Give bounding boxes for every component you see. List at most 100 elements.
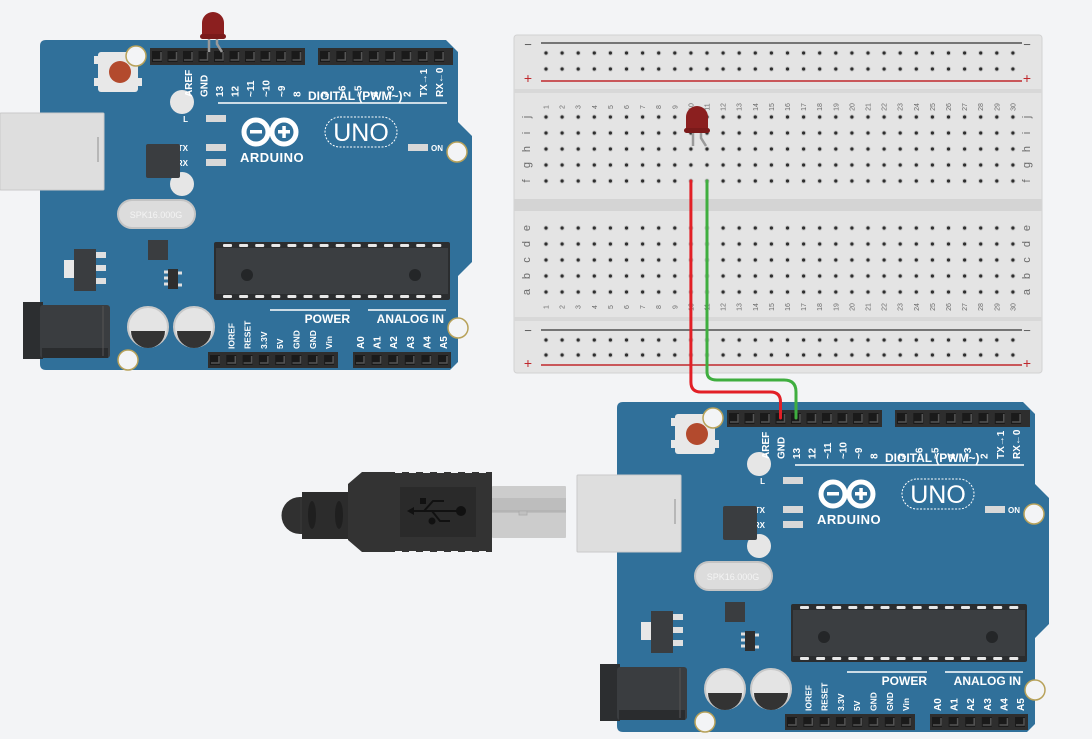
header-socket[interactable] — [901, 717, 912, 727]
header-socket[interactable] — [276, 51, 286, 62]
mounting-hole — [117, 349, 139, 371]
usb-port[interactable] — [0, 90, 194, 196]
header-socket[interactable] — [852, 717, 863, 727]
header-socket[interactable] — [994, 413, 1005, 424]
header-socket[interactable] — [932, 717, 942, 727]
power-header[interactable] — [208, 352, 338, 368]
header-socket[interactable] — [352, 51, 363, 62]
power-pin-label: 3.3V — [259, 331, 269, 349]
header-socket[interactable] — [806, 413, 817, 424]
header-socket[interactable] — [868, 717, 879, 727]
header-socket[interactable] — [945, 413, 956, 424]
header-socket[interactable] — [320, 51, 330, 62]
header-socket[interactable] — [822, 413, 832, 424]
reset-button-cap[interactable] — [109, 61, 131, 83]
power-pin-label: 3.3V — [836, 693, 846, 711]
header-socket[interactable] — [198, 51, 209, 62]
analog-pin-label: A5 — [1016, 698, 1027, 711]
header-socket[interactable] — [388, 355, 399, 365]
header-socket[interactable] — [1011, 413, 1022, 424]
header-socket[interactable] — [245, 51, 255, 62]
header-socket[interactable] — [787, 717, 797, 727]
header-socket[interactable] — [226, 355, 237, 365]
analog-header[interactable] — [930, 714, 1028, 730]
header-socket[interactable] — [897, 413, 907, 424]
header-socket[interactable] — [355, 355, 365, 365]
column-number: 12 — [721, 303, 728, 311]
header-socket[interactable] — [868, 413, 879, 424]
breadboard[interactable]: −+−+−+−+11223344556677889910101111121213… — [513, 34, 1043, 374]
header-socket[interactable] — [324, 355, 335, 365]
header-socket[interactable] — [884, 717, 895, 727]
header-socket[interactable] — [291, 355, 302, 365]
header-socket[interactable] — [981, 717, 992, 727]
header-socket[interactable] — [258, 355, 269, 365]
header-socket[interactable] — [167, 51, 178, 62]
dc-power-jack[interactable] — [23, 302, 110, 359]
header-socket[interactable] — [307, 355, 318, 365]
header-socket[interactable] — [978, 413, 989, 424]
header-socket[interactable] — [371, 355, 382, 365]
header-socket[interactable] — [438, 355, 448, 365]
digital-pin-label: ~3 — [386, 85, 397, 97]
header-socket[interactable] — [368, 51, 379, 62]
column-number: 11 — [705, 103, 712, 110]
header-socket[interactable] — [275, 355, 286, 365]
header-socket[interactable] — [819, 717, 830, 727]
column-number: 19 — [833, 103, 840, 111]
header-socket[interactable] — [291, 51, 302, 62]
digital-header[interactable] — [727, 410, 1030, 427]
header-socket[interactable] — [962, 413, 973, 424]
header-socket[interactable] — [336, 51, 347, 62]
power-header[interactable] — [785, 714, 915, 730]
usb-port[interactable] — [576, 452, 771, 558]
header-socket[interactable] — [948, 717, 959, 727]
header-socket[interactable] — [242, 355, 253, 365]
row-label: h — [521, 146, 533, 152]
header-socket[interactable] — [210, 355, 220, 365]
row-label: i — [1021, 132, 1033, 134]
led-on-breadboard[interactable] — [684, 106, 710, 147]
header-socket[interactable] — [835, 717, 846, 727]
header-socket[interactable] — [152, 51, 162, 62]
header-socket[interactable] — [965, 717, 976, 727]
reset-button-cap[interactable] — [686, 423, 708, 445]
voltage-regulator — [64, 249, 106, 291]
power-rail-top[interactable]: −+−+ — [524, 37, 1031, 86]
header-socket[interactable] — [837, 413, 848, 424]
header-socket[interactable] — [998, 717, 1009, 727]
header-socket[interactable] — [183, 51, 193, 62]
wire-green[interactable] — [705, 179, 798, 420]
header-socket[interactable] — [729, 413, 739, 424]
header-socket[interactable] — [417, 51, 428, 62]
wire-red[interactable] — [689, 179, 782, 420]
header-socket[interactable] — [853, 413, 863, 424]
dc-power-jack[interactable] — [600, 664, 687, 721]
header-socket[interactable] — [385, 51, 396, 62]
analog-pin-label: A4 — [999, 698, 1010, 711]
header-socket[interactable] — [421, 355, 432, 365]
header-socket[interactable] — [260, 51, 271, 62]
header-socket[interactable] — [401, 51, 412, 62]
header-socket[interactable] — [1015, 717, 1025, 727]
column-number: 14 — [753, 103, 760, 111]
usb-cable[interactable] — [281, 470, 567, 554]
digital-pin-label: ~9 — [277, 85, 288, 97]
header-socket[interactable] — [760, 413, 770, 424]
header-socket[interactable] — [744, 413, 755, 424]
header-socket[interactable] — [913, 413, 924, 424]
analog-header[interactable] — [353, 352, 451, 368]
power-pin-label: Vin — [901, 698, 911, 711]
led-on-arduino-1[interactable] — [200, 12, 226, 53]
header-socket[interactable] — [434, 51, 445, 62]
header-socket[interactable] — [803, 717, 814, 727]
header-socket[interactable] — [404, 355, 415, 365]
header-socket[interactable] — [214, 51, 224, 62]
header-socket[interactable] — [929, 413, 940, 424]
digital-header[interactable] — [150, 48, 453, 65]
header-socket[interactable] — [229, 51, 240, 62]
usb-port-body — [0, 112, 105, 191]
